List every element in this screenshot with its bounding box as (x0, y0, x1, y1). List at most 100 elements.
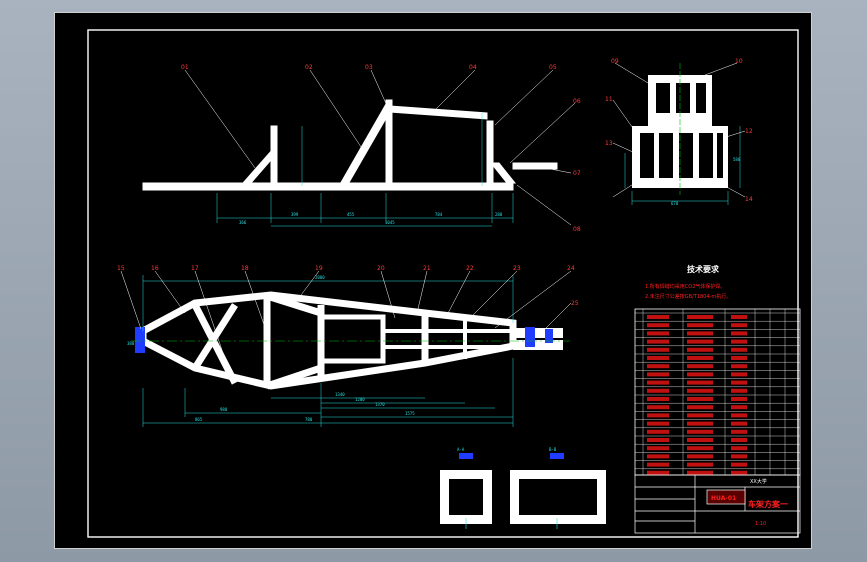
parts-cell-mark (687, 429, 713, 434)
parts-cell-mark (687, 438, 713, 442)
parts-cell-mark (687, 356, 713, 360)
parts-cell-mark (647, 397, 669, 401)
parts-cell-mark (731, 323, 747, 328)
side-label-08: 08 (573, 226, 581, 233)
parts-cell-mark (647, 347, 669, 352)
drawing-sheet: 技术要求 1.所有焊缝均采用CO2气体保护焊。 2.未注尺寸公差按GB/T180… (54, 12, 812, 549)
parts-cell-mark (647, 364, 669, 369)
section-bb (510, 453, 606, 529)
top-front-extension (513, 328, 563, 338)
parts-cell-mark (731, 339, 747, 344)
section-label-bb: B-B (549, 447, 557, 452)
top-label-24: 24 (567, 265, 575, 272)
parts-cell-mark (647, 438, 669, 442)
parts-cell-mark (731, 413, 747, 418)
parts-cell-mark (687, 413, 713, 418)
top-dim-1: 2080 (315, 275, 325, 280)
parts-cell-mark (687, 372, 713, 377)
top-label-23: 23 (513, 265, 521, 272)
tech-requirement-1: 1.所有焊缝均采用CO2气体保护焊。 (645, 283, 725, 290)
parts-cell-mark (647, 323, 669, 328)
side-dim-4: 784 (435, 212, 443, 217)
parts-cell-mark (647, 454, 669, 459)
top-label-25: 25 (571, 300, 579, 307)
front-label-09: 09 (611, 58, 619, 65)
parts-cell-mark (687, 315, 713, 319)
top-rear-diag-2 (192, 303, 238, 370)
parts-cell-mark (687, 331, 713, 336)
top-label-15: 15 (117, 265, 125, 272)
parts-cell-mark (647, 388, 669, 393)
parts-cell-mark (647, 421, 669, 426)
parts-cell-mark (647, 470, 669, 475)
top-front-extension-2 (513, 340, 563, 350)
company-name: XX大学 (750, 478, 767, 485)
side-view-dimensions (216, 113, 514, 227)
parts-cell-mark (687, 462, 713, 467)
parts-cell-mark (731, 380, 747, 385)
side-dim-2: 399 (291, 212, 299, 217)
top-dim-8: 780 (305, 417, 313, 422)
section-aa (440, 453, 492, 529)
front-label-13: 13 (605, 140, 613, 147)
side-front-slope (489, 162, 517, 184)
parts-cell-mark (687, 347, 713, 352)
parts-cell-mark (687, 470, 713, 475)
top-view (139, 291, 517, 390)
side-label-02: 02 (305, 64, 313, 71)
top-rear-mount (135, 327, 145, 353)
top-inner-box (318, 314, 386, 364)
front-label-11: 11 (605, 96, 613, 103)
side-main-post (385, 99, 393, 187)
top-label-20: 20 (377, 265, 385, 272)
side-view (142, 99, 558, 191)
front-dim-2: 580 (733, 157, 741, 162)
side-bottom-rail (142, 182, 514, 191)
side-rear-brace (241, 148, 278, 184)
cad-drawing (87, 29, 801, 538)
side-dim-3: 455 (347, 212, 355, 217)
top-label-22: 22 (466, 265, 474, 272)
top-view-white-parts (513, 328, 563, 350)
parts-cell-mark (647, 462, 669, 467)
drawing-number: HUA-01 (711, 495, 736, 502)
parts-cell-mark (647, 356, 669, 360)
front-dim-1: 678 (671, 201, 679, 206)
parts-cell-mark (687, 388, 713, 393)
top-label-18: 18 (241, 265, 249, 272)
cad-text-layer: 技术要求 1.所有焊缝均采用CO2气体保护焊。 2.未注尺寸公差按GB/T180… (117, 58, 788, 527)
top-front-mount (525, 327, 535, 347)
parts-cell-mark (647, 405, 669, 410)
side-label-06: 06 (573, 98, 581, 105)
tech-requirement-2: 2.未注尺寸公差按GB/T1804-m执行。 (645, 293, 731, 300)
top-dim-5: 1200 (355, 397, 365, 402)
parts-cell-mark (647, 380, 669, 385)
top-dim-4: 1340 (335, 392, 345, 397)
side-dim-6: 280 (495, 212, 503, 217)
front-label-10: 10 (735, 58, 743, 65)
parts-cell-mark (687, 364, 713, 369)
parts-cell-mark (687, 339, 713, 344)
parts-cell-mark (687, 421, 713, 426)
parts-cell-mark (731, 397, 747, 401)
scale-note: 1:10 (755, 521, 766, 527)
parts-cell-mark (687, 323, 713, 328)
top-label-19: 19 (315, 265, 323, 272)
side-view-leaders (184, 69, 576, 226)
parts-cell-mark (731, 438, 747, 442)
side-label-03: 03 (365, 64, 373, 71)
parts-cell-mark (731, 356, 747, 360)
top-label-16: 16 (151, 265, 159, 272)
parts-cell-mark (731, 372, 747, 377)
top-dim-7: 1575 (405, 411, 415, 416)
drawing-name: 车架方案一 (748, 499, 788, 509)
parts-cell-mark (731, 364, 747, 369)
front-view-cutouts (640, 83, 723, 178)
parts-cell-mark (731, 421, 747, 426)
tech-requirements-title: 技术要求 (687, 264, 720, 274)
front-view-dimensions (624, 126, 741, 205)
parts-cell-mark (731, 462, 747, 467)
parts-cell-mark (687, 454, 713, 459)
side-label-04: 04 (469, 64, 477, 71)
